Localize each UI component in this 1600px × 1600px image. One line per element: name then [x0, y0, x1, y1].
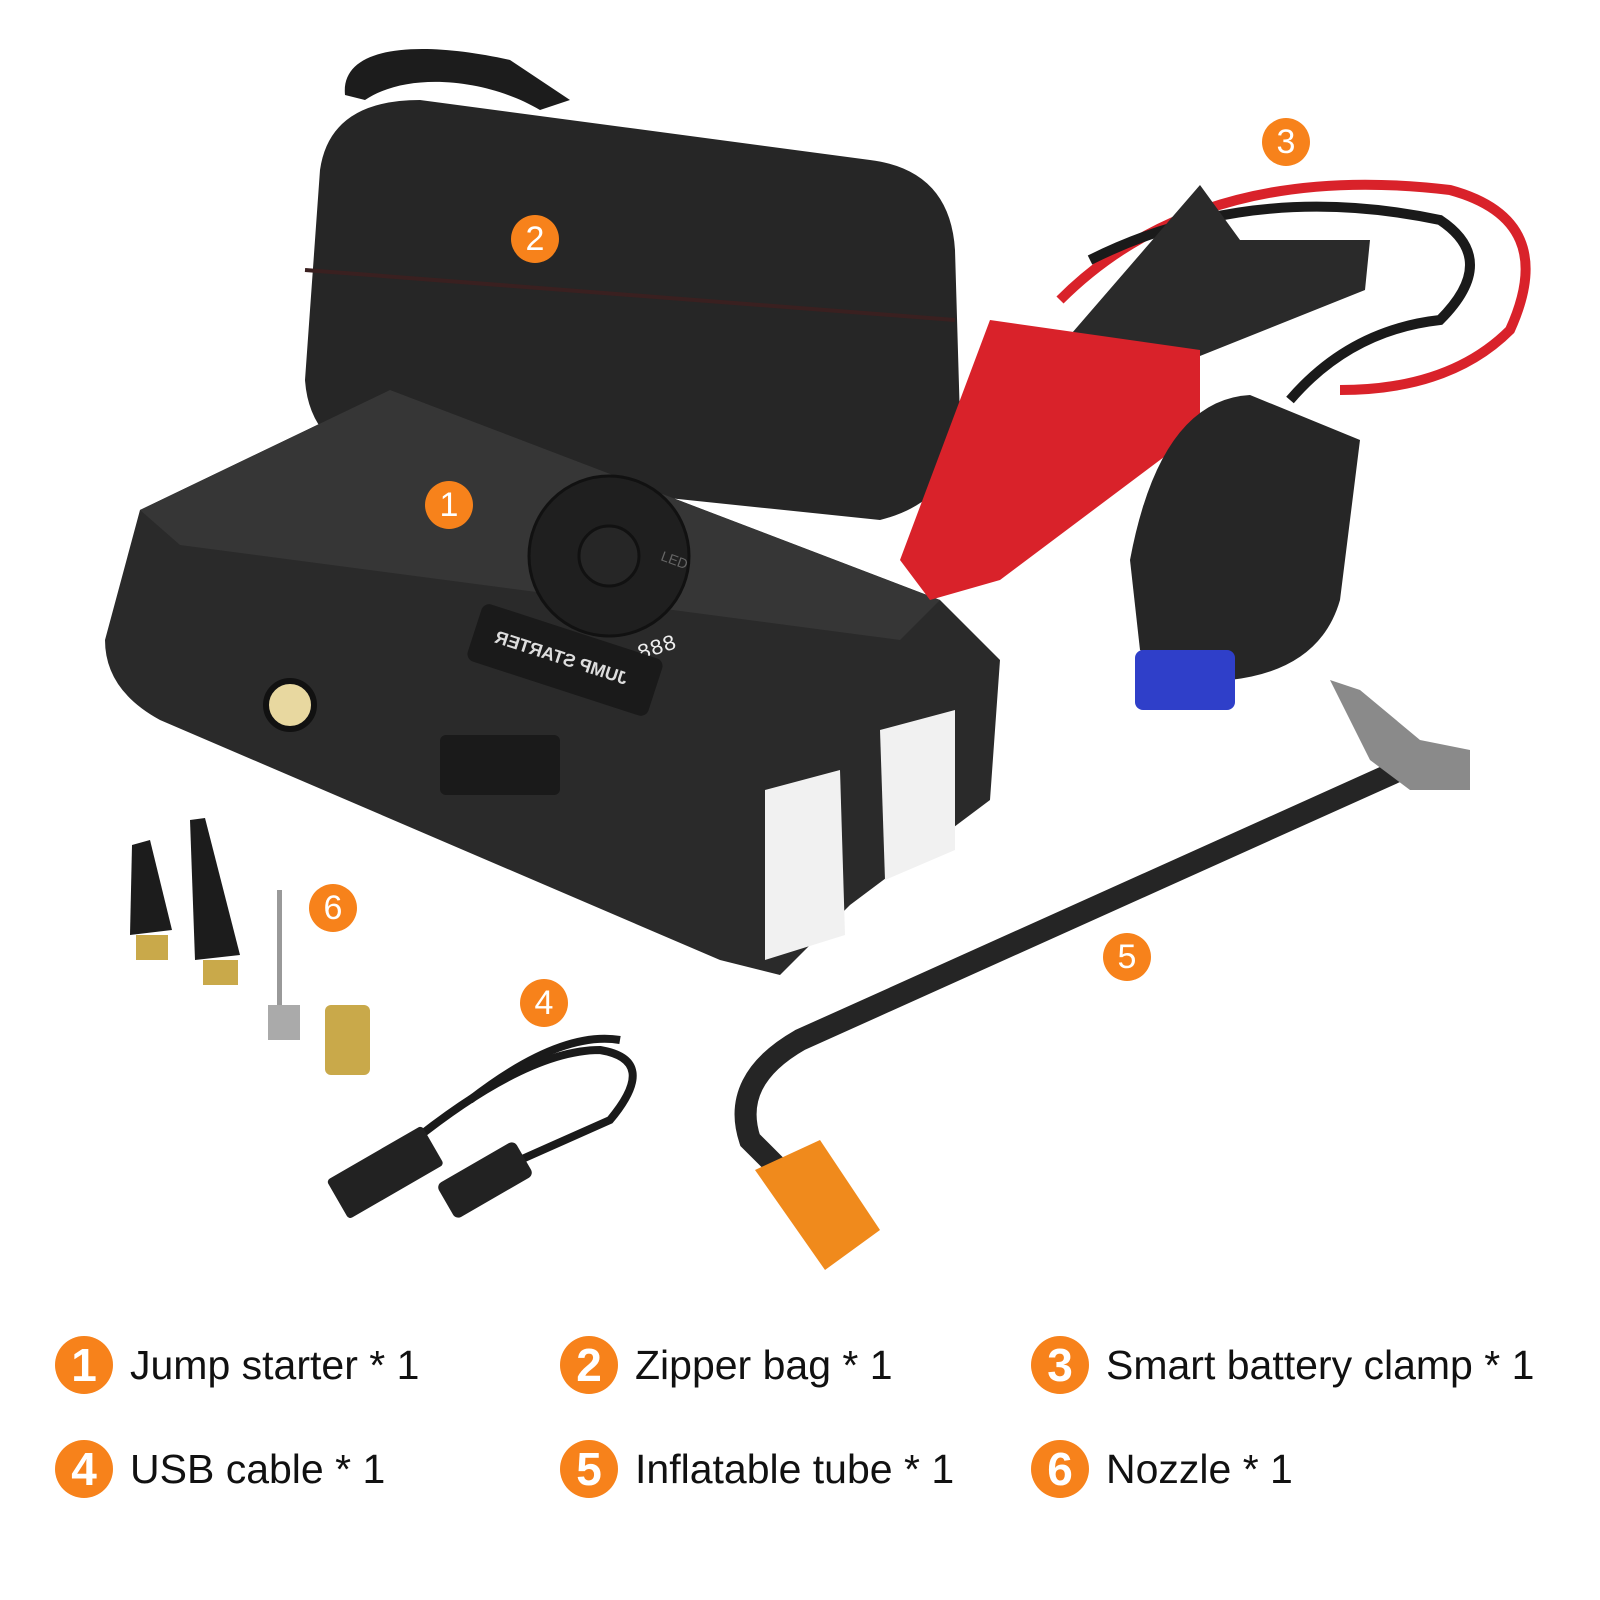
- dc-port: [263, 678, 317, 732]
- led-light: [880, 710, 955, 880]
- legend-item-nozzle: 6 Nozzle * 1: [1031, 1439, 1293, 1499]
- legend-number: 6: [1031, 1440, 1089, 1498]
- callout-2: 2: [511, 215, 559, 263]
- smart-battery-clamp: [900, 179, 1531, 710]
- legend-number: 3: [1031, 1336, 1089, 1394]
- legend-item-usb-cable: 4 USB cable * 1: [55, 1439, 385, 1499]
- legend-item-battery-clamp: 3 Smart battery clamp * 1: [1031, 1335, 1534, 1395]
- led-light: [765, 770, 845, 960]
- tube-fitting: [755, 1140, 880, 1270]
- legend-item-jump-starter: 1 Jump starter * 1: [55, 1335, 419, 1395]
- callout-1: 1: [425, 481, 473, 529]
- legend-text: Jump starter * 1: [130, 1341, 420, 1388]
- usb-ports: [440, 735, 560, 795]
- legend-text: Smart battery clamp * 1: [1106, 1341, 1535, 1388]
- legend-number: 1: [55, 1336, 113, 1394]
- legend-item-inflatable-tube: 5 Inflatable tube * 1: [560, 1439, 954, 1499]
- callout-6: 6: [309, 884, 357, 932]
- callout-3: 3: [1262, 118, 1310, 166]
- legend-text: Zipper bag * 1: [635, 1341, 893, 1388]
- callout-5: 5: [1103, 933, 1151, 981]
- legend-text: Inflatable tube * 1: [635, 1445, 955, 1492]
- power-button-icon: [577, 524, 641, 588]
- legend-number: 5: [560, 1440, 618, 1498]
- zipper-bag: [304, 49, 960, 520]
- legend-number: 2: [560, 1336, 618, 1394]
- inflatable-tube: [734, 680, 1470, 1270]
- jump-starter: LED 888 JUMP STARTER: [105, 390, 1000, 975]
- ec5-connector: [1135, 650, 1235, 710]
- legend-item-zipper-bag: 2 Zipper bag * 1: [560, 1335, 893, 1395]
- usb-cable: [327, 1034, 637, 1218]
- callout-4: 4: [520, 979, 568, 1027]
- legend-text: USB cable * 1: [130, 1445, 386, 1492]
- nozzles: [130, 818, 370, 1075]
- legend-number: 4: [55, 1440, 113, 1498]
- legend-text: Nozzle * 1: [1106, 1445, 1293, 1492]
